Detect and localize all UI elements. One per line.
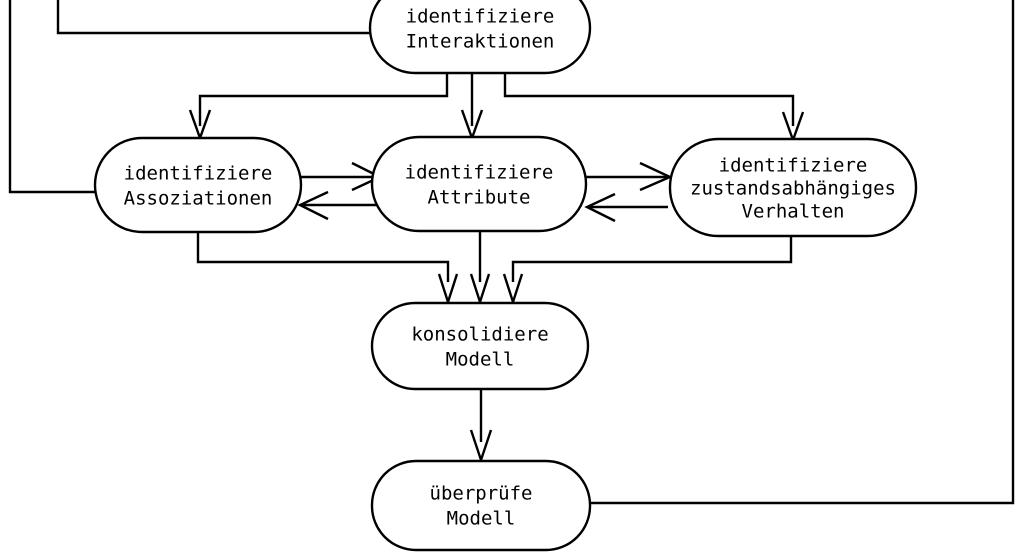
edge-interaktionen-to-assoziationen [198, 74, 449, 126]
node-attribute[interactable]: identifiziere Attribute [370, 135, 588, 233]
node-verhalten-label-line2: zustandsabhängiges [690, 178, 896, 200]
node-konsolidiere-label-line2: Modell [446, 349, 515, 371]
node-ueberpruefe[interactable]: überprüfe Modell [370, 459, 592, 552]
node-konsolidiere-label-line1: konsolidiere [411, 324, 548, 346]
node-attribute-label-line2: Attribute [428, 187, 531, 209]
edge-layer [8, 0, 1015, 505]
arrowhead-attribute-to-assoziationen [297, 190, 329, 221]
edge-interaktionen-to-verhalten [503, 74, 795, 126]
edge-verhalten-to-konsolidiere [511, 236, 793, 282]
node-assoziationen-shape [93, 136, 303, 234]
node-interaktionen-shape [368, 0, 592, 75]
node-konsolidiere-shape [370, 301, 590, 391]
node-verhalten[interactable]: identifiziere zustandsabhängiges Verhalt… [668, 137, 918, 238]
node-interaktionen[interactable]: identifiziere Interaktionen [368, 0, 592, 75]
node-ueberpruefe-shape [370, 459, 592, 552]
node-assoziationen-label-line2: Assoziationen [124, 188, 273, 210]
node-verhalten-label-line3: Verhalten [742, 201, 845, 223]
node-konsolidiere[interactable]: konsolidiere Modell [370, 301, 590, 391]
node-verhalten-label-line1: identifiziere [719, 155, 868, 177]
node-layer: identifiziere Interaktionen identifizier… [93, 0, 918, 552]
node-verhalten-shape [668, 137, 918, 238]
edge-assoziationen-feedback-left [8, 0, 95, 194]
node-attribute-label-line1: identifiziere [405, 162, 554, 184]
node-assoziationen[interactable]: identifiziere Assoziationen [93, 136, 303, 234]
node-assoziationen-label-line1: identifiziere [124, 163, 273, 185]
edge-ueberpruefe-feedback-right [589, 0, 1015, 505]
edge-interaktionen-feedback-left [56, 0, 371, 35]
arrowhead-verhalten-to-attribute [584, 192, 616, 223]
node-ueberpruefe-label-line2: Modell [447, 508, 516, 530]
node-ueberpruefe-label-line1: überprüfe [430, 483, 533, 505]
node-attribute-shape [370, 135, 588, 233]
edge-assoziationen-to-konsolidiere [196, 233, 450, 282]
node-interaktionen-label-line1: identifiziere [406, 6, 555, 28]
node-interaktionen-label-line2: Interaktionen [406, 31, 555, 53]
